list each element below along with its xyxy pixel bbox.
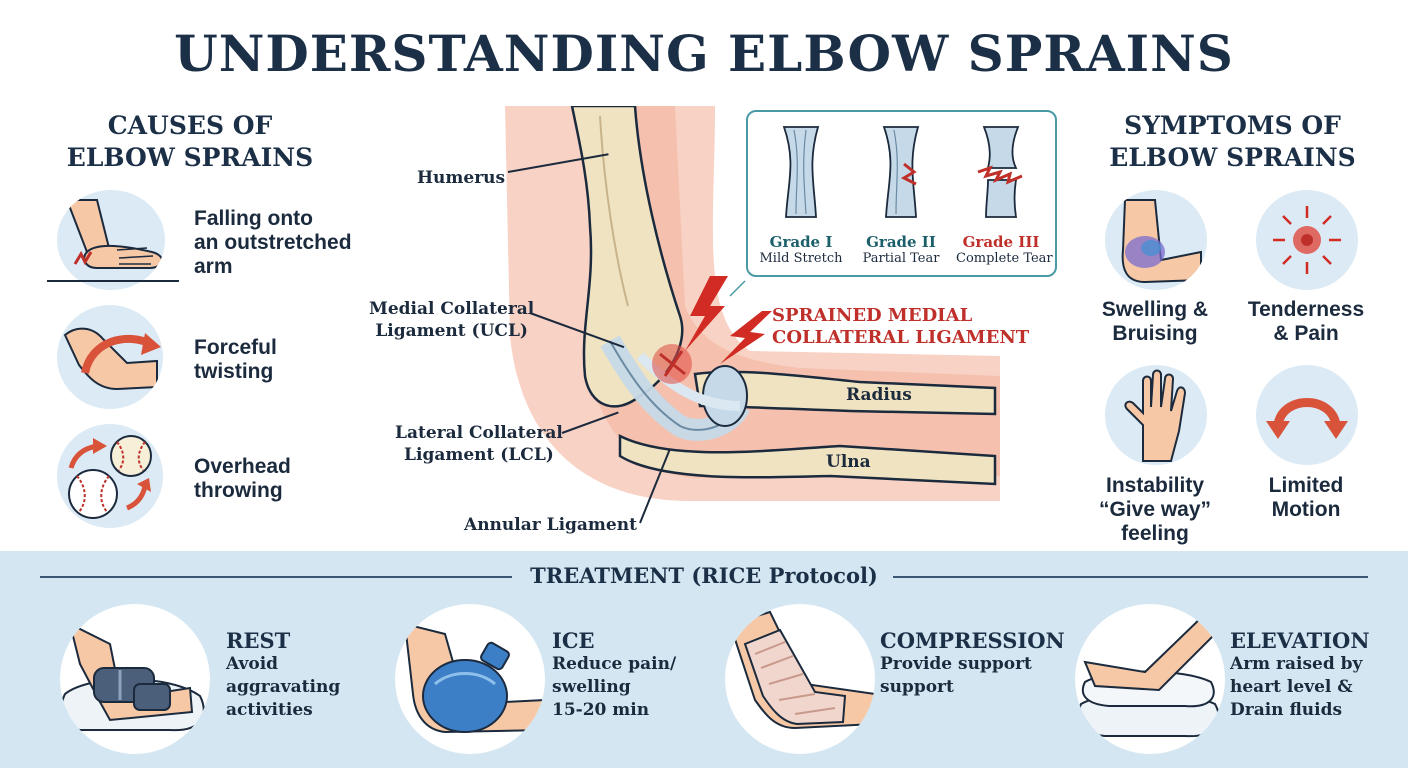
- cause-falling-line1: Falling onto: [194, 207, 313, 230]
- label-lcl: Lateral Collateral Ligament (LCL): [395, 422, 563, 466]
- cause-falling-line3: arm: [194, 255, 233, 278]
- grade-2-ligament-icon: [882, 126, 920, 218]
- rest-desc-line1: Avoid: [226, 654, 279, 674]
- label-lcl-line1: Lateral Collateral: [395, 423, 563, 443]
- ice-desc-line2: swelling: [552, 677, 631, 697]
- ice-title: ICE: [552, 628, 595, 653]
- label-humerus: Humerus: [417, 168, 506, 188]
- symptom-swelling-line2: Bruising: [1112, 322, 1198, 345]
- compression-desc-line1: Provide support: [880, 654, 1032, 674]
- treatment-rest: REST Avoid aggravating activities: [226, 628, 340, 722]
- cause-twisting-line2: twisting: [194, 360, 274, 383]
- grade-3: Grade III Complete Tear: [956, 122, 1053, 267]
- elevation-desc-line3: Drain fluids: [1230, 700, 1343, 720]
- pain-burst-icon: [1256, 190, 1358, 290]
- grade-2-desc: Partial Tear: [862, 251, 940, 266]
- symptom-instability-line3: feeling: [1121, 522, 1189, 545]
- symptom-label-limited: Limited Motion: [1221, 474, 1391, 522]
- treatment-ice: ICE Reduce pain/ swelling 15-20 min: [552, 628, 676, 722]
- symptoms-heading-line2: ELBOW SPRAINS: [1109, 143, 1356, 172]
- grade-1-ligament-icon: [782, 126, 820, 218]
- symptoms-heading-line1: SYMPTOMS OF: [1124, 111, 1341, 140]
- pillow-arm-icon: [1075, 604, 1225, 754]
- sprain-grades-panel: Grade I Mild Stretch Grade II Partial Te…: [746, 110, 1057, 277]
- symptom-label-swelling: Swelling & Bruising: [1070, 298, 1240, 346]
- grade-1-desc: Mild Stretch: [759, 251, 843, 266]
- cause-item-throwing: Overhead throwing: [45, 424, 365, 529]
- cause-text-falling: Falling onto an outstretched arm: [194, 207, 352, 279]
- causes-heading-line2: ELBOW SPRAINS: [66, 143, 314, 172]
- elevation-desc-line1: Arm raised by: [1230, 654, 1363, 674]
- symptom-instability-line1: Instability: [1105, 474, 1205, 497]
- elbow-anatomy-illustration: [500, 104, 1000, 526]
- cause-item-falling: Falling onto an outstretched arm: [45, 188, 365, 290]
- causes-heading: CAUSES OF ELBOW SPRAINS: [55, 110, 325, 174]
- rest-desc-line3: activities: [226, 700, 313, 720]
- symptom-limited-line1: Limited: [1268, 474, 1344, 497]
- treatment-divider-left: [40, 576, 512, 578]
- label-radius: Radius: [846, 385, 912, 405]
- symptom-swelling-line1: Swelling &: [1101, 298, 1209, 321]
- label-mcl-line1: Medial Collateral: [369, 299, 535, 319]
- cause-text-throwing: Overhead throwing: [194, 455, 291, 503]
- grade-1-name: Grade I: [769, 233, 833, 251]
- label-lcl-line2: Ligament (LCL): [404, 445, 554, 465]
- baseball-icon: [57, 424, 163, 528]
- compression-desc-line2: support: [880, 677, 954, 697]
- sprain-callout: SPRAINED MEDIAL COLLATERAL LIGAMENT: [772, 305, 1029, 349]
- causes-heading-line1: CAUSES OF: [107, 111, 273, 140]
- rest-brace-icon: [60, 604, 210, 754]
- symptom-tenderness-line2: & Pain: [1273, 322, 1339, 345]
- cause-throwing-line1: Overhead: [194, 455, 291, 478]
- twist-arm-icon: [57, 305, 163, 409]
- label-mcl: Medial Collateral Ligament (UCL): [369, 298, 534, 342]
- ice-desc-line3: 15-20 min: [552, 700, 650, 720]
- cause-throwing-line2: throwing: [194, 479, 283, 502]
- cause-twisting-line1: Forceful: [194, 336, 277, 359]
- arc-arrows-icon: [1256, 365, 1358, 465]
- symptom-label-instability: Instability “Give way” feeling: [1070, 474, 1240, 546]
- ice-pack-icon: [395, 604, 545, 754]
- treatment-compression: COMPRESSION Provide support support: [880, 628, 1065, 699]
- treatment-divider-right: [893, 576, 1368, 578]
- cause-item-twisting: Forceful twisting: [45, 305, 365, 410]
- grade-2-name: Grade II: [866, 233, 936, 251]
- symptom-label-tenderness: Tenderness & Pain: [1221, 298, 1391, 346]
- bruise-icon: [1105, 190, 1207, 290]
- fall-arm-icon: [57, 190, 165, 290]
- grade-1: Grade I Mild Stretch: [756, 122, 846, 267]
- cause-falling-line2: an outstretched: [194, 231, 352, 254]
- ice-desc-line1: Reduce pain/: [552, 654, 677, 674]
- bandage-icon: [725, 604, 875, 754]
- elevation-desc-line2: heart level &: [1230, 677, 1353, 697]
- symptoms-heading: SYMPTOMS OF ELBOW SPRAINS: [1100, 110, 1365, 174]
- symptom-tenderness-line1: Tenderness: [1247, 298, 1365, 321]
- grade-2: Grade II Partial Tear: [856, 122, 946, 267]
- sprain-callout-line2: COLLATERAL LIGAMENT: [772, 327, 1030, 348]
- label-mcl-line2: Ligament (UCL): [375, 321, 528, 341]
- symptom-instability-line2: “Give way”: [1098, 498, 1212, 521]
- grade-3-name: Grade III: [962, 233, 1040, 251]
- rest-desc-line2: aggravating: [226, 677, 341, 697]
- label-annular: Annular Ligament: [464, 515, 637, 535]
- ground-line: [47, 280, 179, 282]
- compression-title: COMPRESSION: [880, 628, 1065, 653]
- treatment-elevation: ELEVATION Arm raised by heart level & Dr…: [1230, 628, 1370, 722]
- grade-3-desc: Complete Tear: [956, 251, 1053, 266]
- hand-icon: [1105, 365, 1207, 465]
- rest-desc: Avoid aggravating activities: [226, 653, 340, 722]
- symptom-limited-line2: Motion: [1271, 498, 1341, 521]
- cause-text-twisting: Forceful twisting: [194, 336, 277, 384]
- label-ulna: Ulna: [826, 452, 871, 472]
- ice-desc: Reduce pain/ swelling 15-20 min: [552, 653, 676, 722]
- rest-title: REST: [226, 628, 291, 653]
- elevation-title: ELEVATION: [1230, 628, 1370, 653]
- page-title: UNDERSTANDING ELBOW SPRAINS: [174, 24, 1234, 83]
- compression-desc: Provide support support: [880, 653, 1065, 699]
- sprain-callout-line1: SPRAINED MEDIAL: [772, 305, 973, 326]
- elevation-desc: Arm raised by heart level & Drain fluids: [1230, 653, 1370, 722]
- treatment-heading: TREATMENT (RICE Protocol): [530, 563, 878, 588]
- grade-3-ligament-icon: [977, 126, 1023, 218]
